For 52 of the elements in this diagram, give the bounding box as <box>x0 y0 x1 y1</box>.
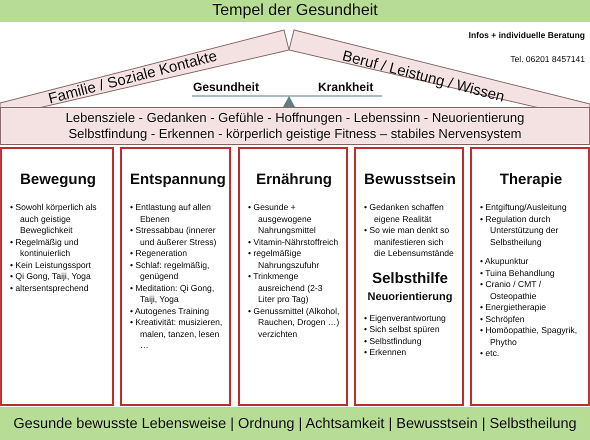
bullet-item: • Gesunde + ausgewogene Nahrungsmittel <box>248 202 317 236</box>
pillar-panel <box>470 147 590 406</box>
bullet-item: • Regulation durch Unterstützung der Selbstheilung <box>480 214 560 248</box>
pillar-heading: Selbsthilfe <box>371 270 449 286</box>
bullet-item: • Selbstfindung <box>364 336 422 347</box>
pillar-panel <box>238 147 348 406</box>
bullet-item: • Vitamin-Nährstoffreich <box>248 236 340 248</box>
contact-note: Infos + individuelle Beratung <box>468 30 585 40</box>
bullet-item: • etc. <box>480 348 500 360</box>
bullet-item: • Autogenes Training <box>130 306 210 317</box>
bullet-item: • Schröpfen <box>480 314 526 325</box>
bullet-item: • Trinkmenge ausreichend (2-3 Liter pro Tag) <box>248 271 324 306</box>
bullet-item: • Cranio / CMT / Osteopathie <box>480 279 542 302</box>
bullet-item: • Kein Leistungssport <box>10 260 92 271</box>
bullet-item: • Regeneration <box>130 248 188 260</box>
bullet-item: • Schlaf: regelmäßig, genügend <box>130 260 210 282</box>
bullet-item: • Kreativität: musizieren, malen, tanzen, lesen … <box>130 317 223 352</box>
bullet-item: • Homöopathie, Spagyrik, Phytho <box>480 325 578 348</box>
pillar-panel <box>354 147 464 406</box>
balance-label: Krankheit <box>318 80 374 94</box>
bullet-item: • Qi Gong, Taiji, Yoga <box>10 271 92 282</box>
bullet-item: • Eigenverantwortung <box>364 312 447 324</box>
bullet-item: • Regelmäßig und kontinuierlich <box>10 236 80 260</box>
bullet-item: • Entgiftung/Ausleitung <box>480 202 568 214</box>
pillar-subheading: Neuorientierung <box>366 290 454 302</box>
bullet-item: • Entlastung auf allen Ebenen <box>130 202 212 225</box>
pillar-heading: Bewusstsein <box>364 171 456 188</box>
pillar-heading: Bewegung <box>19 171 97 188</box>
bullet-item: • Akupunktur <box>480 256 530 268</box>
bullet-item: • So wie man denkt so manifestieren sich die Lebensumstände <box>364 225 455 260</box>
bullet-item: • Meditation: Qi Gong, Taiji, Yoga <box>130 282 216 306</box>
bullet-item: • Gedanken schaffen eigene Realität <box>364 202 445 225</box>
bullet-item: • regelmäßige Nahrungszufuhr <box>248 248 320 271</box>
bullet-item: • Sowohl körperlich als auch geistige Beweglichkeit <box>10 202 98 236</box>
bullet-item: • Erkennen <box>364 347 408 358</box>
pillar-panel <box>0 147 114 406</box>
balance-label: Gesundheit <box>193 80 260 94</box>
pillar-heading: Ernährung <box>255 171 333 188</box>
pillar-heading: Entspannung <box>130 171 223 188</box>
base-band: Gesunde bewusste Lebensweise | Ordnung | Achtsamkeit | Bewusstsein | Selbstheilung <box>0 407 590 440</box>
bullet-item: • Energietherapie <box>480 302 548 314</box>
title-banner: Tempel der Gesundheit <box>0 0 590 22</box>
pillar-panel <box>120 147 231 406</box>
bullet-item: • Sich selbst spüren <box>364 324 441 336</box>
frieze-text: Lebensziele - Gedanken - Gefühle - Hoffnungen - Lebenssinn - Neuorientierung <box>66 110 524 126</box>
frieze-text: Selbstfindung - Erkennen - körperlich geistige Fitness – stabiles Nervensystem <box>68 126 522 142</box>
bullet-item: • Genussmittel (Alkohol, Rauchen, Drogen …) verzichten <box>248 306 340 340</box>
bullet-item: • Tuina Behandlung <box>480 268 556 279</box>
bullet-item: • Stressabbau (innerer und äußerer Stress) <box>130 225 218 248</box>
bullet-item: • altersentsprechend <box>10 282 90 294</box>
pillar-heading: Therapie <box>498 171 564 188</box>
contact-note: Tel. 06201 8457141 <box>510 54 585 64</box>
